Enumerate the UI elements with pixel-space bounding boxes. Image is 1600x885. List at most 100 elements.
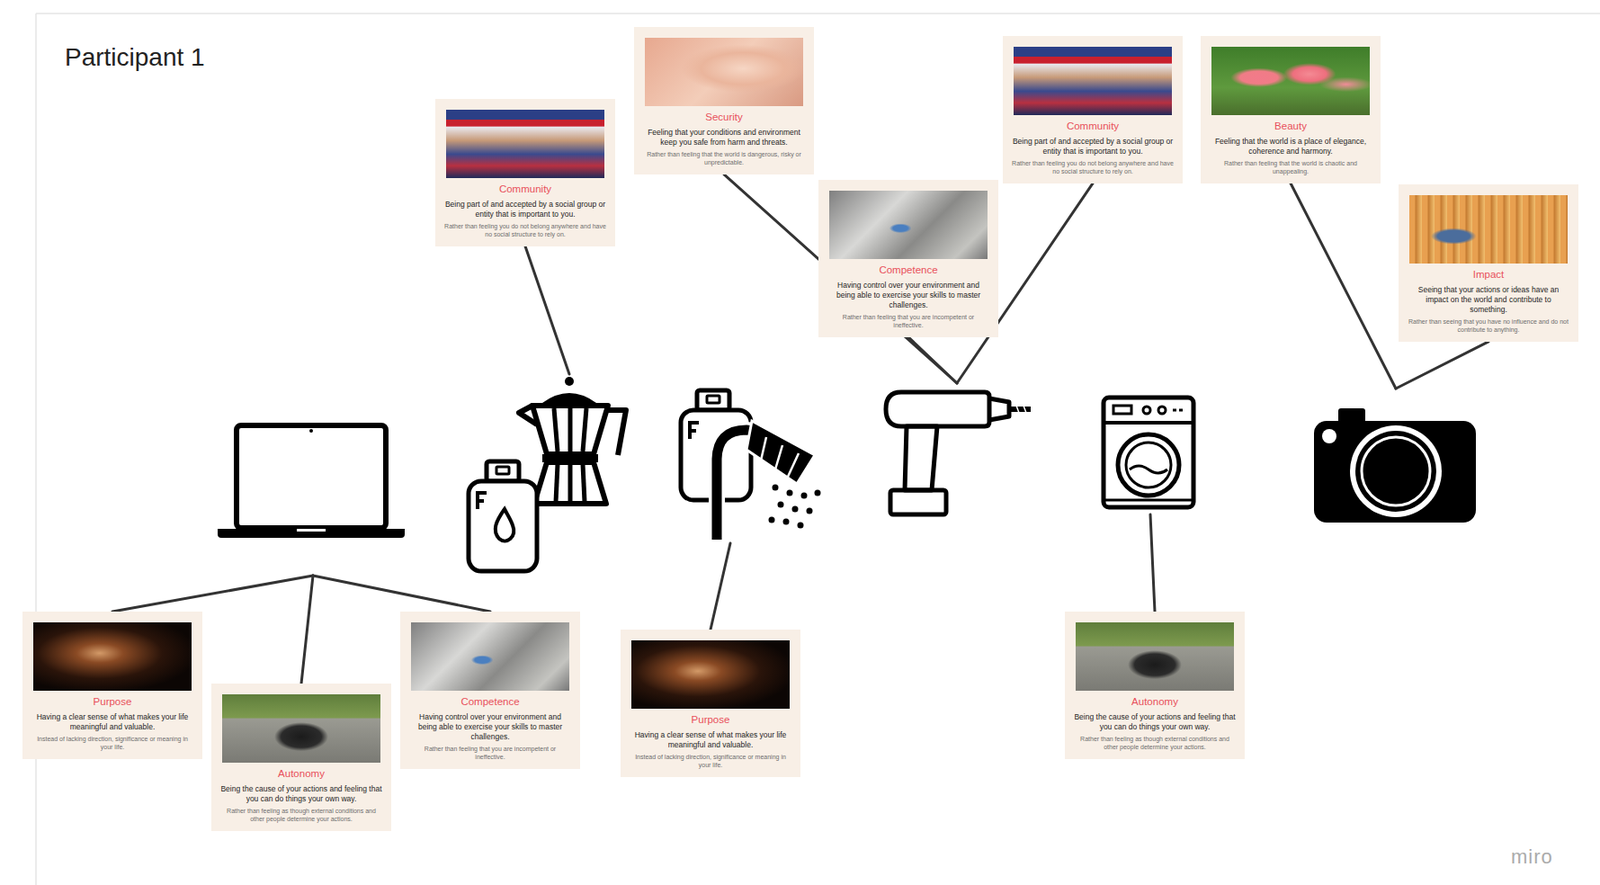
need-card: BeautyFeeling that the world is a place … [1200,35,1381,184]
card-heading: Autonomy [1073,695,1236,710]
shower-icon [797,522,805,529]
drill-icon [1009,406,1031,412]
shower-icon [806,508,814,515]
camera-icon [1355,430,1437,512]
card-note: Rather than feeling that the world is ch… [1209,159,1372,176]
moka-pot-icon [542,393,597,403]
card-note: Rather than feeling you do not belong an… [1011,159,1174,176]
shower-icon [777,501,785,509]
shower-icon [760,437,767,461]
moka-pot-icon [518,405,537,425]
laptop-icon [217,528,405,538]
moka-pot-icon [554,408,558,452]
shower-icon [792,506,799,513]
shower-icon [680,390,822,540]
moka-pot-icon [564,376,574,386]
card-note: Rather than feeling as though external c… [1073,734,1236,751]
card-photo [411,622,570,691]
card-note: Rather than seeing that you have no infl… [1407,317,1570,334]
leader-line [1290,183,1396,389]
shower-icon [768,517,776,524]
card-note: Rather than feeling that you are incompe… [409,744,572,761]
shower-icon [746,420,815,484]
watermark: miro [1510,845,1554,869]
need-card: CommunityBeing part of and accepted by a… [1002,35,1183,184]
laptop-icon [296,528,326,532]
card-heading: Community [444,182,607,197]
need-card: ImpactSeeing that your actions or ideas … [1398,184,1579,342]
leader-line [908,337,957,384]
card-photo [222,694,381,763]
card-photo [1075,622,1234,691]
gas-canister-icon [468,461,537,572]
card-photo [1409,195,1568,264]
card-description: Being the cause of your actions and feel… [1073,712,1236,733]
shower-icon [787,453,799,477]
card-note: Rather than feeling as though external c… [220,806,383,823]
card-heading: Community [1011,119,1174,135]
card-heading: Security [643,110,805,126]
need-card: SecurityFeeling that your conditions and… [634,26,814,175]
washing-machine-icon [1172,409,1186,412]
need-card: CommunityBeing part of and accepted by a… [435,98,616,247]
camera-icon [1361,437,1431,506]
moka-pot-icon [582,464,585,502]
moka-pot-icon [607,410,626,456]
card-photo [446,109,605,179]
leader-line [525,246,570,375]
need-card: CompetenceHaving control over your envir… [818,179,999,338]
drill-icon [890,490,947,515]
need-card: AutonomyBeing the cause of your actions … [1064,611,1245,760]
gas-canister-icon [486,461,519,482]
gas-canister-icon [495,509,514,541]
washing-machine-icon [1113,405,1132,414]
card-note: Rather than feeling you do not belong an… [444,222,607,239]
shower-icon [801,492,808,500]
washing-machine-icon [1143,406,1151,414]
card-description: Having control over your environment and… [827,280,990,311]
shower-icon [768,484,822,529]
camera-icon [1313,420,1476,523]
board-title: Participant 1 [64,43,206,72]
leader-line [1150,514,1155,612]
washing-machine-icon [1129,465,1168,474]
leader-line [312,575,491,612]
leader-line [112,575,313,612]
card-note: Rather than feeling that you are incompe… [827,312,990,330]
card-photo [644,37,804,107]
shower-icon [689,422,699,439]
card-photo [1211,46,1370,116]
card-photo [631,640,790,709]
gas-canister-icon [496,466,510,474]
card-description: Having control over your environment and… [409,712,572,742]
washing-machine-icon [1103,420,1194,425]
card-description: Having a clear sense of what makes your … [31,712,194,733]
washing-machine-icon [1117,434,1180,496]
card-photo [829,190,988,260]
board-frame [35,13,1600,885]
card-description: Feeling that your conditions and environ… [643,127,805,148]
leader-line [710,543,731,630]
drill-icon [1023,405,1027,413]
shower-icon [775,445,783,470]
camera-icon [1349,425,1442,518]
moka-pot-icon [555,464,558,502]
card-heading: Impact [1407,268,1570,283]
card-description: Being part of and accepted by a social g… [444,199,607,220]
washing-machine-icon [1103,397,1194,508]
washing-machine-icon [1158,406,1166,414]
shower-icon [783,518,790,526]
card-description: Being part of and accepted by a social g… [1011,136,1174,157]
card-heading: Competence [827,263,990,278]
card-heading: Purpose [629,713,792,728]
camera-icon [1313,408,1476,523]
card-photo [33,622,192,691]
card-note: Instead of lacking direction, significan… [31,734,194,751]
need-card: CompetenceHaving control over your envir… [400,611,581,769]
card-description: Having a clear sense of what makes your … [629,730,792,751]
camera-icon [1322,429,1337,444]
need-card: PurposeHaving a clear sense of what make… [620,629,801,778]
washing-machine-icon [1126,442,1171,488]
board-frame [35,12,1600,15]
